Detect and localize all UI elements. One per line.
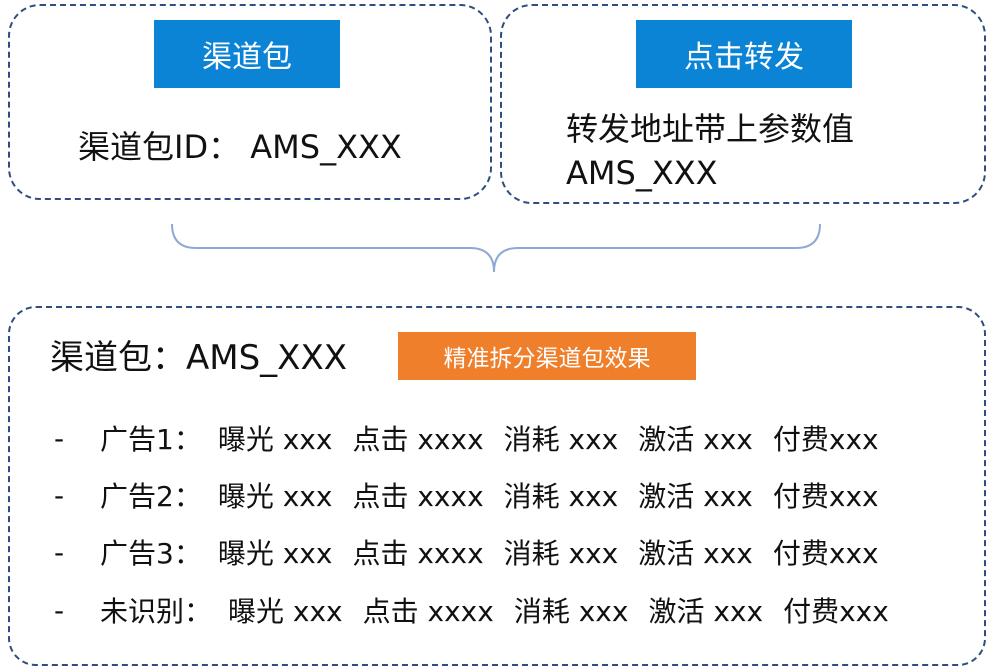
row-label: 广告2： [100, 480, 202, 513]
activation-metric: 激活 xxx [648, 595, 764, 628]
activation-metric: 激活 xxx [638, 480, 753, 513]
row-dash: - [54, 593, 65, 627]
impressions-metric: 曝光 xxx [217, 480, 333, 513]
clicks-metric: 点击 xxxx [352, 537, 484, 570]
row-label: 未识别： [100, 595, 213, 628]
channel-package-tag: 渠道包 [154, 20, 340, 88]
impressions-metric: 曝光 xxx [217, 423, 333, 456]
cost-metric: 消耗 xxx [503, 423, 619, 456]
ad-stats-row: - 广告1： 曝光 xxx 点击 xxxx 消耗 xxx 激活 xxx 付费xx… [54, 416, 899, 460]
row-dash: - [54, 535, 65, 569]
precise-split-effect-tag: 精准拆分渠道包效果 [398, 332, 696, 380]
cost-metric: 消耗 xxx [513, 595, 629, 628]
forward-description-line1: 转发地址带上参数值 [566, 110, 855, 148]
click-forward-box [500, 4, 986, 204]
row-label: 广告3： [100, 537, 202, 570]
ad-stats-row: - 广告2： 曝光 xxx 点击 xxxx 消耗 xxx 激活 xxx 付费xx… [54, 473, 899, 517]
ad-stats-row: - 广告3： 曝光 xxx 点击 xxxx 消耗 xxx 激活 xxx 付费xx… [54, 530, 899, 574]
payment-metric: 付费xxx [772, 537, 879, 570]
clicks-metric: 点击 xxxx [352, 423, 484, 456]
clicks-metric: 点击 xxxx [362, 595, 494, 628]
payment-metric: 付费xxx [783, 595, 889, 628]
row-label: 广告1： [100, 423, 202, 456]
row-dash: - [54, 421, 65, 455]
cost-metric: 消耗 xxx [503, 480, 619, 513]
payment-metric: 付费xxx [772, 480, 879, 513]
activation-metric: 激活 xxx [638, 537, 753, 570]
split-result-box [8, 306, 986, 666]
channel-package-id-text: 渠道包ID： AMS_XXX [78, 128, 402, 166]
row-dash: - [54, 478, 65, 512]
result-title: 渠道包：AMS_XXX [50, 338, 348, 378]
click-forward-tag: 点击转发 [636, 20, 852, 88]
channel-package-box [8, 4, 492, 200]
unidentified-stats-row: - 未识别： 曝光 xxx 点击 xxxx 消耗 xxx 激活 xxx 付费xx… [54, 588, 909, 632]
cost-metric: 消耗 xxx [503, 537, 619, 570]
payment-metric: 付费xxx [772, 423, 879, 456]
activation-metric: 激活 xxx [638, 423, 753, 456]
impressions-metric: 曝光 xxx [217, 537, 333, 570]
forward-description-line2: AMS_XXX [566, 154, 718, 192]
impressions-metric: 曝光 xxx [228, 595, 343, 628]
clicks-metric: 点击 xxxx [352, 480, 484, 513]
